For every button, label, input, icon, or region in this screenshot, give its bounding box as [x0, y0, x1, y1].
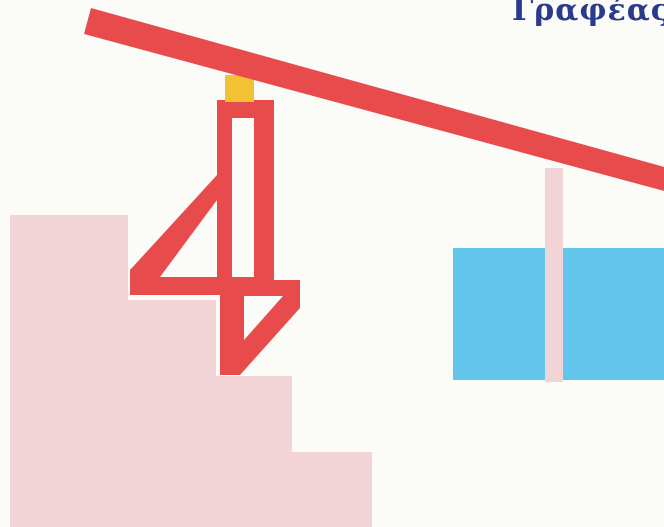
figure-four-hole-upper: [160, 200, 217, 277]
rod: [545, 168, 563, 382]
beam: [84, 8, 664, 191]
corner-title: Γραφέας: [512, 0, 664, 28]
pivot-block: [225, 75, 254, 102]
figure-four: [130, 100, 300, 375]
figure-four-hole-lower: [244, 296, 283, 340]
staircase: [10, 215, 372, 527]
